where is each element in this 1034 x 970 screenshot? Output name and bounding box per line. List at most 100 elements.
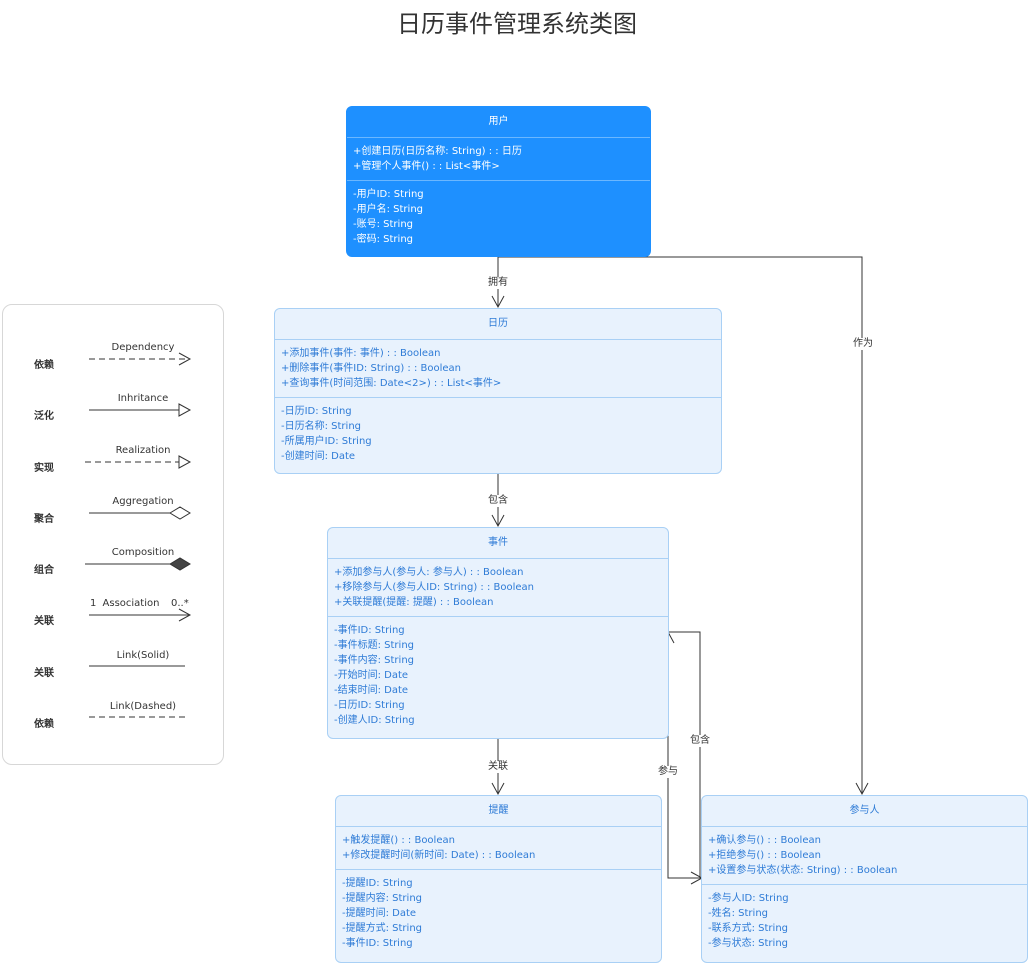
method: +管理个人事件() : : List<事件> — [353, 161, 500, 172]
attribute: -事件内容: String — [334, 655, 414, 666]
class-event-name: 事件 — [328, 528, 668, 559]
legend-multiplicity-left: 1 — [90, 598, 97, 609]
class-event[interactable]: 事件 +添加参与人(参与人: 参与人) : : Boolean +移除参与人(参… — [327, 527, 669, 739]
legend-multiplicity-right: 0..* — [171, 598, 189, 609]
method: +删除事件(事件ID: String) : : Boolean — [281, 363, 461, 374]
class-participant-attributes: -参与人ID: String -姓名: String -联系方式: String… — [702, 884, 1027, 957]
attribute: -账号: String — [353, 219, 413, 230]
attribute: -姓名: String — [708, 908, 768, 919]
attribute: -日历名称: String — [281, 421, 361, 432]
attribute: -联系方式: String — [708, 923, 788, 934]
diagram-title: 日历事件管理系统类图 — [397, 10, 637, 38]
legend-en: Aggregation — [112, 496, 174, 507]
legend-en: Realization — [115, 445, 171, 456]
legend-aggregation: 聚合 Aggregation — [3, 496, 223, 536]
link-solid-line-icon — [89, 665, 185, 667]
attribute: -开始时间: Date — [334, 670, 409, 681]
dependency-arrow-icon — [89, 352, 192, 366]
legend-composition: 组合 Composition — [3, 547, 223, 587]
legend-association: 关联 1 Association 0..* — [3, 598, 223, 638]
legend-en: Composition — [111, 547, 175, 558]
legend-link-solid: 关联 Link(Solid) — [3, 650, 223, 690]
attribute: -提醒ID: String — [342, 878, 413, 889]
class-event-attributes: -事件ID: String -事件标题: String -事件内容: Strin… — [328, 616, 668, 734]
attribute: -日历ID: String — [281, 406, 352, 417]
class-event-methods: +添加参与人(参与人: 参与人) : : Boolean +移除参与人(参与人I… — [328, 559, 668, 616]
inheritance-arrow-icon — [89, 403, 192, 417]
legend-realization: 实现 Realization — [3, 445, 223, 485]
composition-diamond-icon — [85, 557, 191, 571]
edge-event-participant-contain — [668, 631, 704, 885]
class-calendar-attributes: -日历ID: String -日历名称: String -所属用户ID: Str… — [275, 397, 721, 470]
class-reminder-attributes: -提醒ID: String -提醒内容: String -提醒时间: Date … — [336, 869, 661, 957]
legend-dependency: 依赖 Dependency — [3, 342, 223, 382]
legend-cn: 关联 — [34, 668, 54, 679]
class-reminder[interactable]: 提醒 +触发提醒() : : Boolean +修改提醒时间(新时间: Date… — [335, 795, 662, 963]
attribute: -创建人ID: String — [334, 715, 415, 726]
legend-panel: 依赖 Dependency 泛化 Inhritance 实现 Realizati… — [2, 304, 224, 765]
method: +触发提醒() : : Boolean — [342, 835, 455, 846]
attribute: -所属用户ID: String — [281, 436, 372, 447]
method: +创建日历(日历名称: String) : : 日历 — [353, 146, 522, 157]
label-event-participant-contain: 包含 — [689, 735, 711, 747]
attribute: -用户名: String — [353, 204, 423, 215]
legend-en: Inhritance — [117, 393, 169, 404]
attribute: -事件ID: String — [334, 625, 405, 636]
method: +确认参与() : : Boolean — [708, 835, 821, 846]
class-participant-methods: +确认参与() : : Boolean +拒绝参与() : : Boolean … — [702, 827, 1027, 884]
class-user[interactable]: 用户 +创建日历(日历名称: String) : : 日历 +管理个人事件() … — [346, 106, 651, 257]
legend-cn: 聚合 — [34, 514, 54, 525]
method: +添加参与人(参与人: 参与人) : : Boolean — [334, 567, 524, 578]
class-participant[interactable]: 参与人 +确认参与() : : Boolean +拒绝参与() : : Bool… — [701, 795, 1028, 963]
class-calendar[interactable]: 日历 +添加事件(事件: 事件) : : Boolean +删除事件(事件ID:… — [274, 308, 722, 474]
attribute: -事件标题: String — [334, 640, 414, 651]
attribute: -日历ID: String — [334, 700, 405, 711]
label-participant-event-join: 参与 — [657, 766, 679, 778]
attribute: -提醒方式: String — [342, 923, 422, 934]
label-event-reminder: 关联 — [487, 761, 509, 773]
class-participant-name: 参与人 — [702, 796, 1027, 827]
legend-en: Dependency — [111, 342, 175, 353]
legend-cn: 关联 — [34, 616, 54, 627]
legend-en: Association — [102, 598, 160, 609]
method: +设置参与状态(状态: String) : : Boolean — [708, 865, 898, 876]
attribute: -事件ID: String — [342, 938, 413, 949]
class-user-methods: +创建日历(日历名称: String) : : 日历 +管理个人事件() : :… — [347, 138, 650, 180]
association-arrow-icon — [89, 608, 192, 622]
legend-inheritance: 泛化 Inhritance — [3, 393, 223, 433]
realization-arrow-icon — [85, 455, 192, 469]
aggregation-diamond-icon — [89, 506, 191, 520]
legend-cn: 泛化 — [34, 411, 54, 422]
attribute: -参与人ID: String — [708, 893, 789, 904]
edge-participant-event-join — [661, 630, 702, 879]
attribute: -用户ID: String — [353, 189, 424, 200]
attribute: -创建时间: Date — [281, 451, 356, 462]
method: +查询事件(时间范围: Date<2>) : : List<事件> — [281, 378, 502, 389]
attribute: -提醒内容: String — [342, 893, 422, 904]
label-user-calendar: 拥有 — [487, 277, 509, 289]
class-calendar-methods: +添加事件(事件: 事件) : : Boolean +删除事件(事件ID: St… — [275, 340, 721, 397]
method: +修改提醒时间(新时间: Date) : : Boolean — [342, 850, 536, 861]
class-calendar-name: 日历 — [275, 309, 721, 340]
class-user-name: 用户 — [347, 107, 650, 138]
class-user-attributes: -用户ID: String -用户名: String -账号: String -… — [347, 180, 650, 253]
label-user-participant: 作为 — [852, 338, 874, 350]
class-reminder-name: 提醒 — [336, 796, 661, 827]
legend-link-dashed: 依赖 Link(Dashed) — [3, 701, 223, 741]
legend-en: Link(Solid) — [116, 650, 170, 661]
method: +关联提醒(提醒: 提醒) : : Boolean — [334, 597, 494, 608]
attribute: -参与状态: String — [708, 938, 788, 949]
label-calendar-event: 包含 — [487, 495, 509, 507]
attribute: -密码: String — [353, 234, 413, 245]
legend-cn: 组合 — [34, 565, 54, 576]
edge-user-participant — [498, 256, 869, 796]
class-reminder-methods: +触发提醒() : : Boolean +修改提醒时间(新时间: Date) :… — [336, 827, 661, 869]
attribute: -结束时间: Date — [334, 685, 409, 696]
method: +拒绝参与() : : Boolean — [708, 850, 821, 861]
attribute: -提醒时间: Date — [342, 908, 417, 919]
method: +添加事件(事件: 事件) : : Boolean — [281, 348, 441, 359]
method: +移除参与人(参与人ID: String) : : Boolean — [334, 582, 534, 593]
legend-cn: 实现 — [34, 463, 54, 474]
legend-en: Link(Dashed) — [109, 701, 177, 712]
legend-cn: 依赖 — [34, 719, 54, 730]
